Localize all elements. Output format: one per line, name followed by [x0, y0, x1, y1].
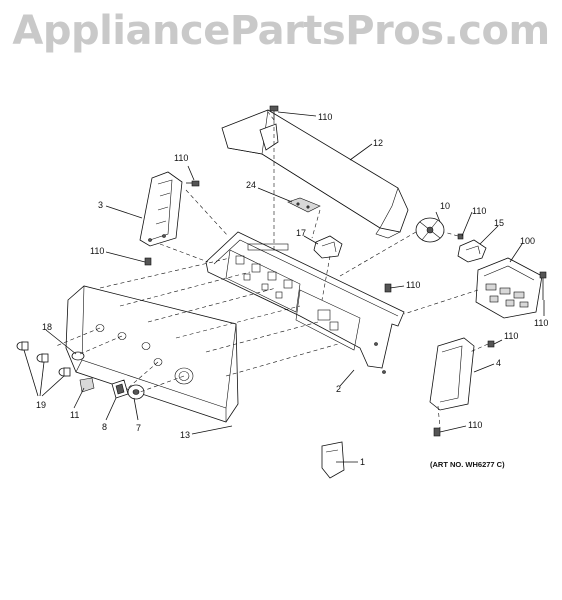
part-19-button-c [58, 367, 71, 377]
callout-17: 17 [296, 228, 306, 238]
screw-110-left [186, 180, 200, 187]
part-18-button [71, 351, 85, 361]
part-19-button-b [36, 353, 49, 363]
part-100-control-board [475, 257, 543, 319]
part-13-front-panel [65, 285, 239, 423]
callout-12: 12 [373, 138, 383, 148]
callout-1: 1 [360, 457, 365, 467]
watermark: AppliancePartsPros.com [12, 8, 550, 54]
part-3-left-end-cap [139, 171, 183, 247]
callout-15: 15 [494, 218, 504, 228]
callout-11: 11 [70, 410, 79, 420]
callout-3: 3 [98, 200, 103, 210]
screw-110-far-right [539, 271, 547, 300]
callout-10: 10 [440, 201, 450, 211]
part-17-switch [313, 235, 343, 259]
callout-7: 7 [136, 423, 141, 433]
callout-110-right: 110 [472, 206, 486, 216]
callout-24: 24 [246, 180, 256, 190]
screw-110-lower [487, 340, 495, 348]
part-1-literature [321, 441, 345, 479]
part-19-button-a [16, 341, 29, 351]
part-11-knob [79, 377, 95, 393]
assembly-lines [55, 111, 489, 429]
callout-4: 4 [496, 358, 501, 368]
callout-110-lower: 110 [504, 331, 518, 341]
part-24-bracket [287, 197, 321, 213]
callout-110-center: 110 [406, 280, 420, 290]
callout-110-left: 110 [174, 153, 188, 163]
art-number: (ART NO. WH6277 C) [430, 460, 505, 469]
callout-110-bottom: 110 [468, 420, 482, 430]
callout-18: 18 [42, 322, 52, 332]
screw-110-top [269, 105, 279, 120]
callout-19: 19 [36, 400, 46, 410]
screw-110-left-low [144, 257, 152, 266]
callout-110-mid: 110 [90, 246, 104, 256]
part-2-console-panel [205, 231, 405, 374]
part-4-right-end-cap [429, 337, 475, 411]
part-15-switch [457, 239, 487, 263]
part-7-knob-disc [127, 384, 145, 400]
callout-2: 2 [336, 384, 341, 394]
callout-100: 100 [520, 236, 535, 246]
leader-lines [23, 111, 545, 463]
callout-8: 8 [102, 422, 107, 432]
part-10-selector [415, 217, 445, 243]
callout-110-far: 110 [534, 318, 548, 328]
callout-13: 13 [180, 430, 190, 440]
screw-110-right [457, 233, 464, 240]
part-12-top-cover [221, 109, 409, 239]
callout-110-top: 110 [318, 112, 332, 122]
part-8-knob [111, 379, 129, 399]
callout-labels: 110 12 110 3 24 110 10 110 15 17 100 110… [36, 112, 548, 467]
screw-110-bottom [433, 427, 441, 437]
